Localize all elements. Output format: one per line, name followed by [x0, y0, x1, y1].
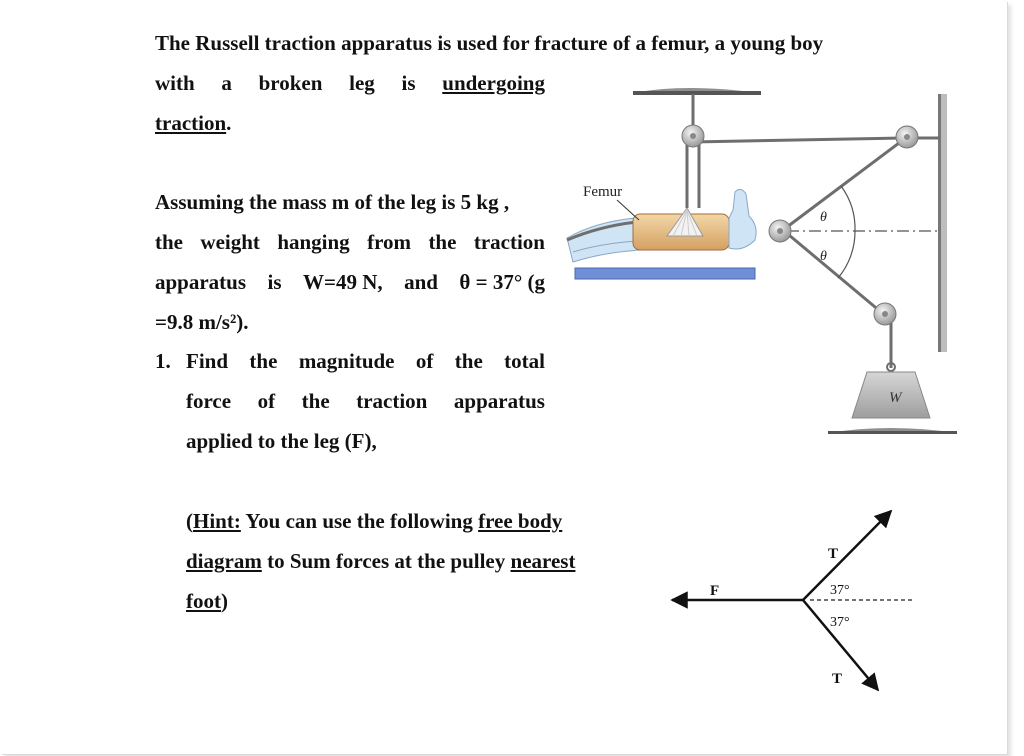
question-word: of: [257, 389, 276, 413]
assume-word: weight: [200, 230, 260, 254]
question-word: total: [504, 349, 545, 373]
tension-T-upper-vector: [802, 509, 893, 601]
pulley-wall-lower: [873, 302, 897, 326]
intro-line-3: traction.: [155, 103, 231, 143]
intro-word-undergoing: undergoing: [442, 71, 545, 95]
intro-word: leg: [349, 71, 375, 95]
pulley-ceiling: [681, 124, 705, 148]
assume-word: the: [155, 230, 183, 254]
question-word: the: [301, 389, 330, 413]
question-line-3: applied to the leg (F),: [186, 429, 377, 453]
question-word: force: [186, 389, 232, 413]
question-word: traction: [356, 389, 428, 413]
hint-line-1: (Hint: You can use the following free bo…: [186, 501, 562, 541]
free-body-diagram: F T T 37° 37°: [670, 509, 915, 692]
bed: [574, 267, 756, 280]
leg: [566, 188, 757, 263]
question-word: of: [415, 349, 434, 373]
femur-label: Femur: [583, 184, 622, 200]
assume-line-1: Assuming the mass m of the leg is 5 kg ,: [155, 190, 510, 214]
assume-word: traction: [473, 230, 545, 254]
hint-line-3: foot): [186, 581, 228, 621]
weight-label: W: [889, 390, 903, 406]
intro-period: .: [226, 111, 232, 135]
intro-word: broken: [258, 71, 323, 95]
assume-word: is: [267, 270, 282, 294]
question-word: the: [249, 349, 278, 373]
traction-apparatus-figure: Femur θ θ W: [566, 88, 957, 434]
intro-line-2: with a broken leg is undergoing: [155, 63, 545, 103]
question-word: apparatus: [453, 389, 545, 413]
question-number: 1.: [155, 349, 171, 373]
hint-nearest: nearest: [510, 549, 576, 573]
question-word: the: [454, 349, 483, 373]
angle-label-upper: 37°: [830, 583, 850, 598]
intro-word: with: [155, 71, 195, 95]
ceiling: [633, 88, 761, 95]
assume-line-4: =9.8 m/s²).: [155, 310, 249, 334]
page-frame: [2, 2, 1008, 755]
femur-pointer-line: [616, 199, 640, 221]
label-T-upper: T: [828, 546, 838, 562]
angle-arc-lower: [837, 230, 856, 279]
assume-line-3: apparatus is W=49 N, and θ = 37° (g: [155, 262, 545, 302]
assume-word: apparatus: [155, 270, 247, 294]
assume-word: and: [404, 270, 438, 294]
tension-T-lower-vector: [802, 599, 880, 692]
question-word: magnitude: [298, 349, 395, 373]
assume-word: from: [367, 230, 412, 254]
question-line-1: Find the magnitude of the total: [186, 341, 545, 381]
question-line-2: force of the traction apparatus: [186, 381, 545, 421]
assume-word: the: [428, 230, 457, 254]
assume-word: W=49 N,: [302, 270, 383, 294]
floor: [828, 428, 957, 434]
intro-word: a: [221, 71, 232, 95]
pulley-wall-upper: [895, 125, 919, 149]
intro-word-traction: traction: [155, 111, 227, 135]
hint-text: You can use the following: [240, 509, 479, 533]
traction-cables: [685, 134, 906, 368]
hint-diagram: diagram: [186, 549, 262, 573]
hint-close-paren: ): [221, 589, 228, 613]
question-word: Find: [186, 349, 229, 373]
label-T-lower: T: [832, 671, 842, 687]
hint-free-body: free body: [478, 509, 563, 533]
hanging-weight: [851, 362, 931, 419]
assume-word: hanging: [277, 230, 350, 254]
hint-text: to Sum forces at the pulley: [261, 549, 511, 573]
hint-foot: foot: [186, 589, 221, 613]
wall: [938, 94, 947, 352]
intro-word: is: [401, 71, 416, 95]
assume-line-2: the weight hanging from the traction: [155, 222, 545, 262]
angle-arc-upper: [840, 185, 856, 232]
hint-label: Hint:: [193, 509, 241, 533]
label-F: F: [710, 583, 719, 599]
theta-lower-label: θ: [820, 249, 827, 264]
assume-word: θ = 37° (g: [459, 270, 545, 294]
intro-line-1: The Russell traction apparatus is used f…: [155, 31, 824, 55]
hint-open-paren: (: [186, 509, 193, 533]
hint-line-2: diagram to Sum forces at the pulley near…: [186, 541, 575, 581]
angle-label-lower: 37°: [830, 615, 850, 630]
pulley-foot: [768, 219, 792, 243]
theta-upper-label: θ: [820, 210, 827, 225]
